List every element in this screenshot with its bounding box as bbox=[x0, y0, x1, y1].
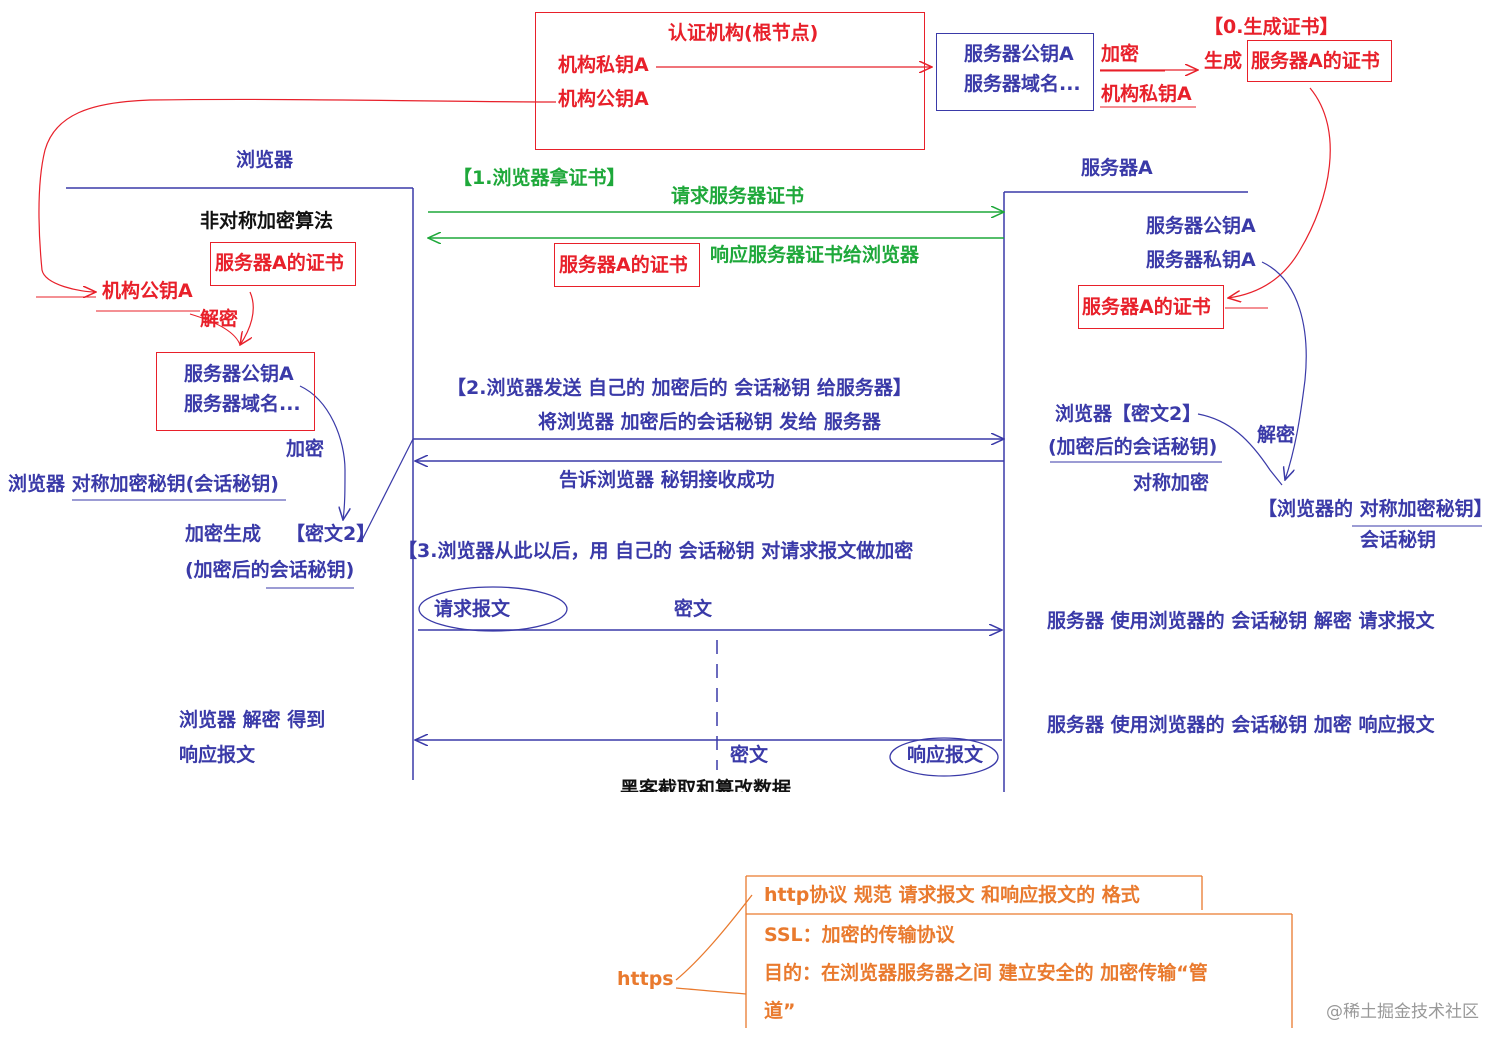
browser-encrypt: 加密 bbox=[286, 438, 325, 460]
browser-decrypt-result: 浏览器 解密 得到 bbox=[179, 709, 326, 731]
https-ssl: SSL：加密的传输协议 bbox=[764, 924, 955, 946]
server-public-key: 服务器公钥A bbox=[1146, 215, 1256, 237]
step1-label: 【1.浏览器拿证书】 bbox=[453, 167, 626, 189]
step0-server-info-box bbox=[936, 33, 1094, 111]
step0-encrypt-label: 加密 bbox=[1101, 43, 1140, 65]
step2-label: 【2.浏览器发送 自己的 加密后的 会话秘钥 给服务器】 bbox=[447, 377, 912, 399]
server-session-key-label: 【浏览器的 对称加密秘钥】 bbox=[1258, 498, 1493, 520]
ca-public-key-curve bbox=[38, 98, 557, 292]
browser-link-line bbox=[361, 438, 414, 541]
ca-private-key: 机构私钥A bbox=[558, 54, 649, 76]
ca-box bbox=[535, 12, 925, 150]
server-title: 服务器A bbox=[1081, 157, 1153, 179]
request-circle bbox=[418, 586, 568, 632]
server-cipher2: 浏览器【密文2】 bbox=[1055, 403, 1202, 425]
browser-cert-box bbox=[210, 242, 356, 286]
browser-algo: 非对称加密算法 bbox=[200, 210, 334, 232]
decrypt-curve bbox=[240, 291, 254, 345]
browser-response: 响应报文 bbox=[179, 744, 256, 766]
https-http: http协议 规范 请求报文 和响应报文的 格式 bbox=[764, 884, 1140, 906]
browser-decrypt: 解密 bbox=[200, 308, 239, 330]
browser-title: 浏览器 bbox=[236, 149, 294, 171]
step1-request: 请求服务器证书 bbox=[671, 185, 805, 207]
server-cert-box bbox=[1078, 285, 1224, 329]
step3-response: 响应报文 bbox=[907, 744, 984, 766]
https-purpose: 目的：在浏览器服务器之间 建立安全的 加密传输“管 bbox=[764, 962, 1208, 984]
step2-ack: 告诉浏览器 秘钥接收成功 bbox=[559, 469, 775, 491]
step1-cert: 服务器A的证书 bbox=[559, 254, 688, 276]
step3-cipher-request: 密文 bbox=[674, 598, 713, 620]
browser-cipher2-desc: (加密后的会话秘钥) bbox=[185, 559, 355, 581]
server-decrypt: 解密 bbox=[1257, 424, 1296, 446]
server-cipher2-desc: (加密后的会话秘钥) bbox=[1048, 436, 1218, 458]
https-name: https bbox=[617, 968, 674, 990]
server-cipher2-curve bbox=[1197, 413, 1283, 486]
browser-session-key: 浏览器 对称加密秘钥(会话秘钥) bbox=[8, 473, 279, 495]
cert-to-server-curve bbox=[1228, 87, 1331, 298]
decrypt-curve-2 bbox=[189, 313, 241, 346]
browser-server-public-key: 服务器公钥A bbox=[184, 363, 294, 385]
step3-label: 【3.浏览器从此以后，用 自己的 会话秘钥 对请求报文做加密 bbox=[398, 540, 914, 562]
step0-label: 【0.生成证书】 bbox=[1204, 16, 1339, 38]
response-circle bbox=[889, 737, 999, 777]
step0-cert: 服务器A的证书 bbox=[1251, 50, 1380, 72]
step0-ca-private-key: 机构私钥A bbox=[1101, 83, 1192, 105]
https-purpose-2: 道” bbox=[764, 1000, 796, 1022]
step3-request: 请求报文 bbox=[434, 598, 511, 620]
browser-server-domain: 服务器域名... bbox=[184, 393, 301, 415]
hacker-label: 黑客截取和篡改数据 bbox=[620, 778, 792, 793]
server-session-key: 会话秘钥 bbox=[1360, 529, 1437, 551]
browser-ca-public-key: 机构公钥A bbox=[102, 280, 193, 302]
step0-generate: 生成 bbox=[1204, 50, 1243, 72]
step1-cert-box bbox=[554, 243, 700, 287]
step3-cipher-response: 密文 bbox=[730, 744, 769, 766]
browser-cert: 服务器A的证书 bbox=[215, 252, 344, 274]
server-symmetric: 对称加密 bbox=[1133, 472, 1210, 494]
browser-generated: 加密生成 bbox=[185, 523, 262, 545]
https-link-upper bbox=[675, 894, 753, 981]
step1-response: 响应服务器证书给浏览器 bbox=[710, 244, 920, 266]
server-private-curve bbox=[1261, 261, 1307, 480]
step2-send: 将浏览器 加密后的会话秘钥 发给 服务器 bbox=[538, 411, 881, 433]
server-cert: 服务器A的证书 bbox=[1082, 296, 1211, 318]
server-private-key: 服务器私钥A bbox=[1146, 249, 1256, 271]
step0-cert-box bbox=[1247, 40, 1392, 82]
browser-encrypt-curve bbox=[299, 385, 345, 520]
server-encrypt-response: 服务器 使用浏览器的 会话秘钥 加密 响应报文 bbox=[1047, 714, 1435, 736]
browser-server-info-box bbox=[156, 352, 315, 431]
watermark: @稀土掘金技术社区 bbox=[1326, 1002, 1479, 1022]
ca-public-key: 机构公钥A bbox=[558, 88, 649, 110]
hacker-label-clip: 黑客截取和篡改数据 bbox=[600, 770, 860, 793]
server-decrypt-request: 服务器 使用浏览器的 会话秘钥 解密 请求报文 bbox=[1047, 610, 1435, 632]
https-link-lower bbox=[675, 987, 747, 995]
step0-server-domain: 服务器域名... bbox=[964, 73, 1081, 95]
browser-cipher2: 【密文2】 bbox=[286, 523, 376, 545]
step0-server-public-key: 服务器公钥A bbox=[964, 43, 1074, 65]
ca-title: 认证机构(根节点) bbox=[668, 22, 819, 44]
